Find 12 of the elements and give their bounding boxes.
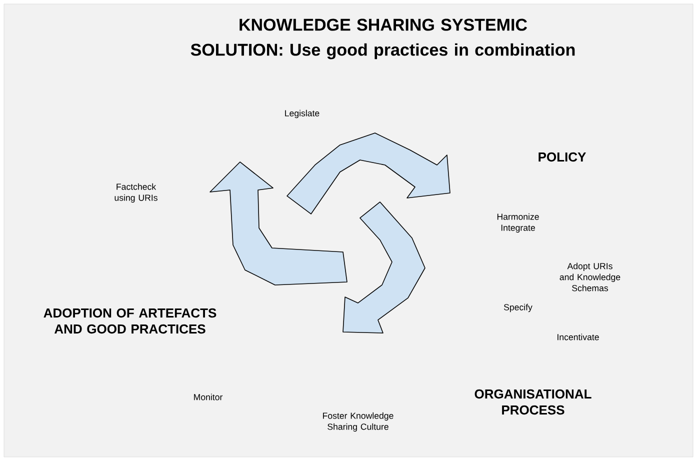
step-label: Harmonize Integrate: [497, 213, 539, 233]
section-heading: ADOPTION OF ARTEFACTS AND GOOD PRACTICES: [44, 308, 216, 334]
step-label: Factcheck using URIs: [114, 183, 158, 203]
step-label: Monitor: [194, 394, 223, 400]
step-label: Foster Knowledge Sharing Culture: [323, 412, 394, 432]
section-heading: POLICY: [538, 152, 586, 162]
step-label: Legislate: [285, 110, 320, 118]
step-label: Specify: [504, 304, 532, 312]
step-label: Incentivate: [558, 334, 599, 340]
section-heading: ORGANISATIONAL PROCESS: [474, 389, 592, 415]
step-label: Adopt URIs and Knowledge Schemas: [560, 262, 620, 292]
title: KNOWLEDGE SHARING SYSTEMIC SOLUTION: Use good practices in combination: [190, 18, 575, 60]
